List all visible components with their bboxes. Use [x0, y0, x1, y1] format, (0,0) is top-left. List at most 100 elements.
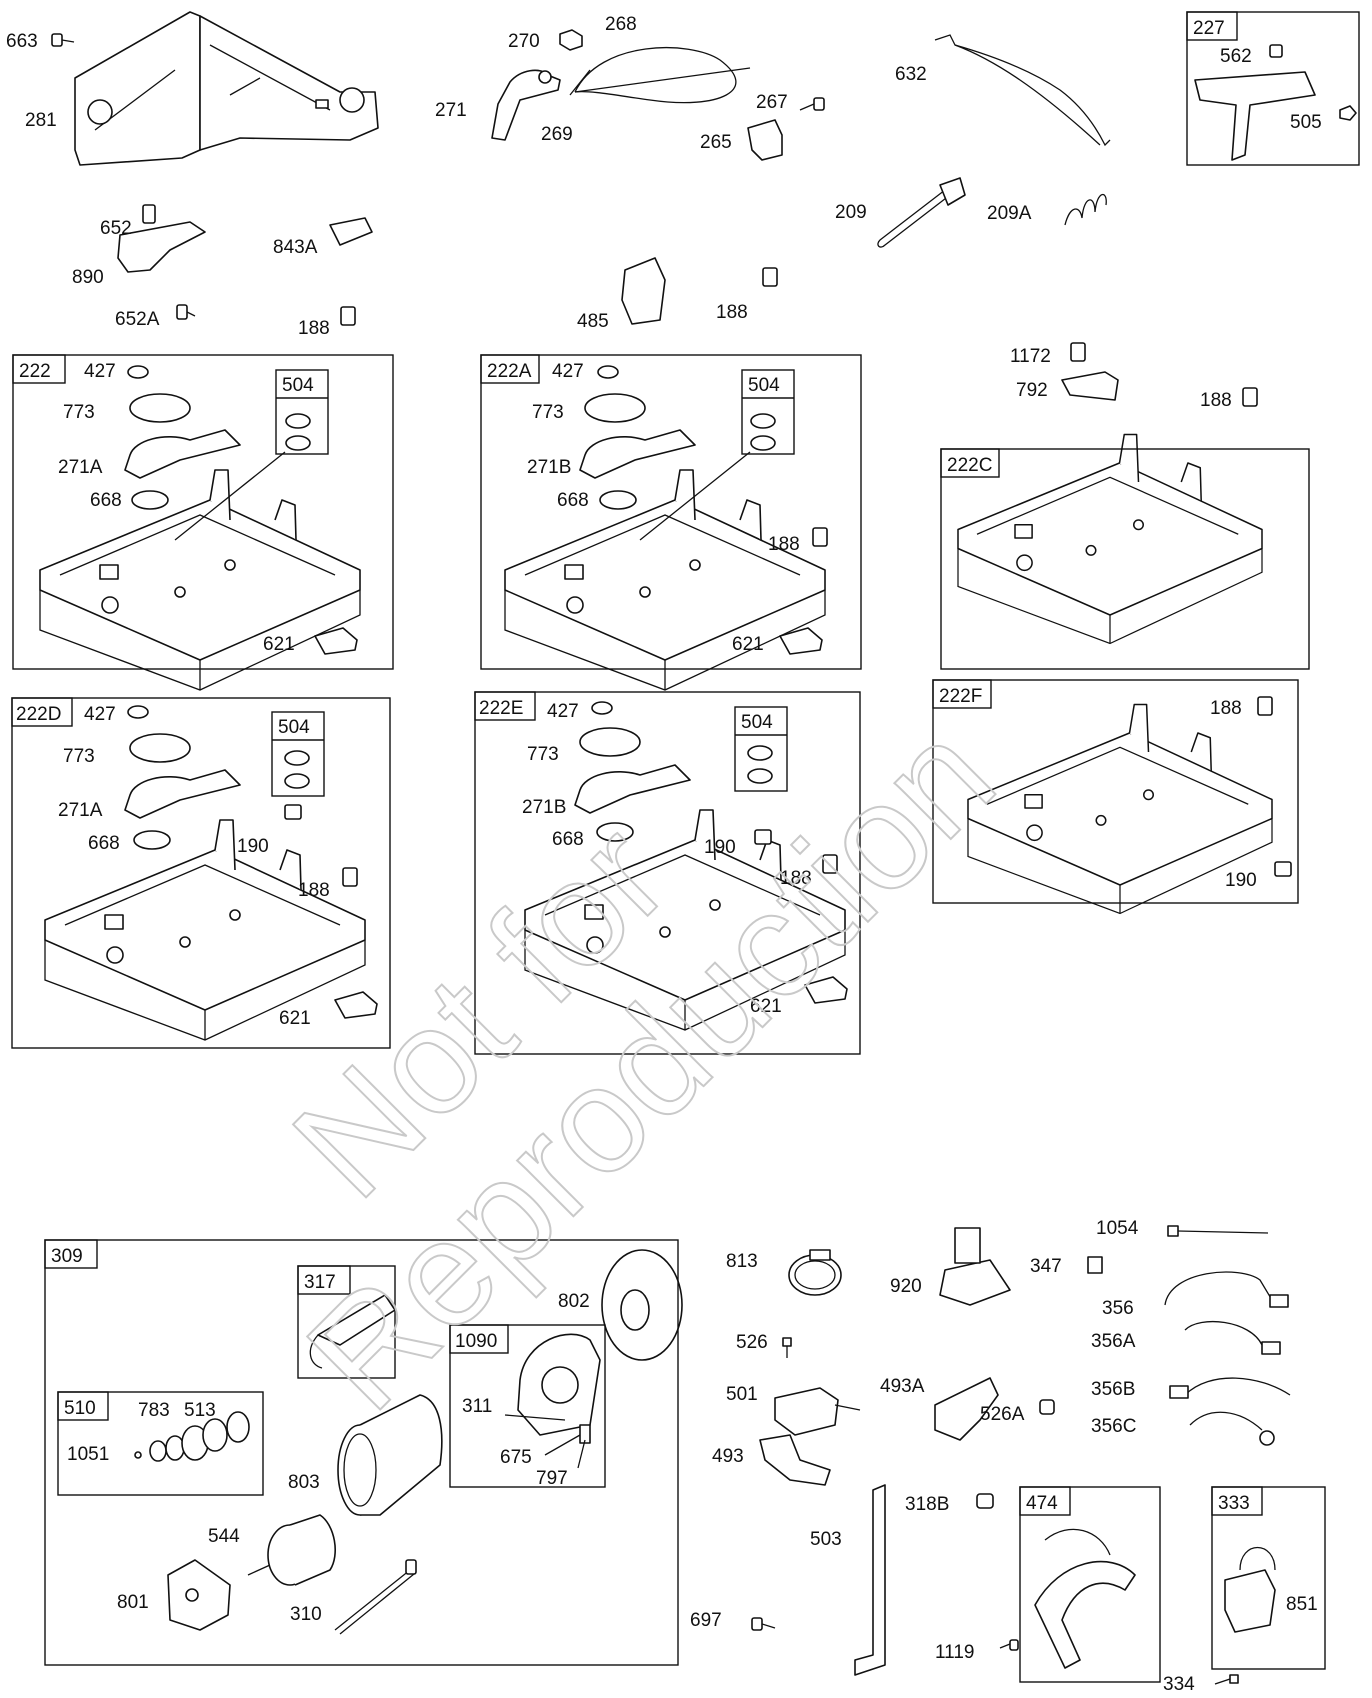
callout-920: 920: [890, 1276, 922, 1297]
armature-333-icon: [1224, 1546, 1276, 1633]
nut-270-icon: [559, 29, 583, 51]
callout-427: 427: [84, 361, 116, 382]
screw-526A-icon: [1039, 1399, 1055, 1415]
callout-356C: 356C: [1091, 1416, 1136, 1437]
callout-271B: 271B: [522, 797, 566, 818]
screw-697-icon: [751, 1617, 776, 1631]
washer-504-icon: [284, 750, 310, 766]
callout-621: 621: [263, 634, 295, 655]
bracket-493-icon: [759, 1434, 831, 1486]
callout-188: 188: [768, 534, 800, 555]
callout-427: 427: [552, 361, 584, 382]
clip-265-icon: [747, 119, 783, 161]
callout-265: 265: [700, 132, 732, 153]
wire-356C-icon: [1189, 1411, 1275, 1446]
base-plate-222C-icon: [957, 433, 1263, 645]
screw-334-icon: [1214, 1674, 1239, 1685]
callout-427: 427: [84, 704, 116, 725]
callout-544: 544: [208, 1526, 240, 1547]
clamp-813-icon: [788, 1249, 842, 1296]
callout-801: 801: [117, 1592, 149, 1613]
wire-356A-icon: [1184, 1320, 1281, 1355]
pulley-773-icon: [584, 393, 646, 423]
retainer-621-icon: [314, 627, 358, 655]
callout-803: 803: [288, 1472, 320, 1493]
washer-504-icon: [285, 413, 311, 429]
callout-813: 813: [726, 1251, 758, 1272]
solenoid-920-icon: [939, 1227, 1011, 1306]
callout-271A: 271A: [58, 800, 103, 821]
base-plate-222-icon: [39, 469, 361, 691]
box-label-222C: 222C: [947, 455, 992, 476]
brush-holder-1090-icon: [517, 1333, 601, 1444]
cable-268-icon: [569, 47, 751, 104]
washer-504-icon: [747, 745, 773, 761]
callout-209A: 209A: [987, 203, 1032, 224]
screw-188-icon: [1242, 387, 1258, 407]
callout-890: 890: [72, 267, 104, 288]
callout-485: 485: [577, 311, 609, 332]
callout-270: 270: [508, 31, 540, 52]
spring-209A-icon: [1064, 193, 1107, 226]
box-333: [1211, 1486, 1326, 1670]
box-label-1090: 1090: [455, 1331, 497, 1352]
alternator-474-icon: [1034, 1528, 1136, 1669]
regulator-501-icon: [774, 1387, 861, 1436]
callout-427: 427: [547, 701, 579, 722]
callout-190: 190: [704, 837, 736, 858]
box-504d: [734, 706, 788, 792]
box-504b: [741, 369, 795, 455]
callout-188: 188: [298, 880, 330, 901]
washer-427-icon: [127, 705, 149, 719]
drive-510-icon: [134, 1411, 250, 1462]
washer-427-icon: [591, 701, 613, 715]
callout-802: 802: [558, 1291, 590, 1312]
box-label-222E: 222E: [479, 698, 523, 719]
callout-271B: 271B: [527, 457, 571, 478]
callout-188: 188: [1210, 698, 1242, 719]
screw-188-icon: [812, 527, 828, 547]
box-label-504: 504: [741, 712, 773, 733]
callout-269: 269: [541, 124, 573, 145]
callout-188: 188: [780, 868, 812, 889]
box-222F: [932, 679, 1299, 904]
callout-311: 311: [462, 1396, 492, 1417]
callout-526A: 526A: [980, 1404, 1025, 1425]
screw-188-icon: [762, 267, 778, 287]
box-222D: [11, 697, 391, 1049]
callout-697: 697: [690, 1610, 722, 1631]
box-222A: [480, 354, 862, 670]
callout-513: 513: [184, 1400, 216, 1421]
callout-209: 209: [835, 202, 867, 223]
callout-334: 334: [1163, 1674, 1195, 1695]
box-222E: [474, 691, 861, 1055]
washer-504-icon: [750, 435, 776, 451]
callout-783: 783: [138, 1400, 170, 1421]
box-222C: [940, 448, 1310, 670]
screw-190-icon: [754, 829, 772, 845]
box-label-317: 317: [304, 1272, 336, 1293]
callout-526: 526: [736, 1332, 768, 1353]
box-474: [1019, 1486, 1161, 1683]
box-label-222D: 222D: [16, 704, 61, 725]
washer-504-icon: [750, 413, 776, 429]
screw-188-icon: [822, 854, 838, 874]
wire-356B-icon: [1169, 1377, 1291, 1399]
screw-526-icon: [782, 1337, 792, 1358]
callout-632: 632: [895, 64, 927, 85]
pulley-773-icon: [129, 733, 191, 763]
box-227: [1186, 11, 1360, 166]
box-label-504: 504: [282, 375, 314, 396]
screw-663-icon: [51, 33, 75, 47]
callout-663: 663: [6, 31, 38, 52]
callout-621: 621: [732, 634, 764, 655]
callout-1119: 1119: [935, 1642, 974, 1663]
washer-504-icon: [284, 773, 310, 789]
lever-271-icon: [491, 69, 561, 141]
end-cap-801-icon: [167, 1559, 231, 1631]
part-843A-icon: [329, 217, 373, 246]
screw-1172-icon: [1070, 342, 1086, 362]
callout-792: 792: [1016, 380, 1048, 401]
screw-267-icon: [799, 97, 825, 111]
